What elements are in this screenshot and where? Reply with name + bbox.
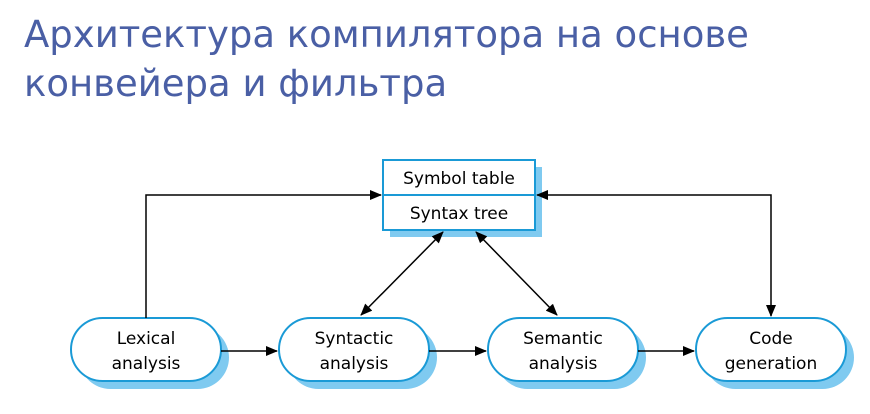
stage-label-line-2: analysis bbox=[112, 354, 181, 374]
stage-label-line-2: analysis bbox=[529, 354, 598, 374]
stage-label-line-1: Code bbox=[749, 329, 793, 349]
stage-frame bbox=[487, 317, 639, 382]
stage-frame bbox=[695, 317, 847, 382]
connector-syntactic-repository bbox=[360, 231, 444, 316]
connector-semantic-repository bbox=[475, 231, 558, 316]
stage-label-line-1: Syntactic bbox=[315, 329, 394, 349]
symbol-table-label: Symbol table bbox=[403, 169, 515, 189]
stage-semantic-analysis: Semantic analysis bbox=[487, 317, 646, 389]
slide-title-line-2: конвейера и фильтра bbox=[24, 62, 448, 105]
repository-box: Symbol table Syntax tree bbox=[382, 159, 542, 237]
stage-label-line-2: analysis bbox=[320, 354, 389, 374]
stage-label-line-1: Semantic bbox=[523, 329, 603, 349]
slide-title-line-1: Архитектура компилятора на основе bbox=[24, 13, 749, 56]
slide-title: Архитектура компилятора на основе конвей… bbox=[24, 10, 854, 108]
stage-frame bbox=[278, 317, 430, 382]
stage-syntactic-analysis: Syntactic analysis bbox=[278, 317, 437, 389]
stage-lexical-analysis: Lexical analysis bbox=[70, 317, 229, 389]
stage-label-line-2: generation bbox=[725, 354, 817, 374]
connector-lexical-to-symbol-table bbox=[145, 190, 382, 318]
stage-label-line-1: Lexical bbox=[117, 329, 176, 349]
syntax-tree-label: Syntax tree bbox=[410, 204, 508, 224]
connector-codegen-repository bbox=[536, 190, 776, 317]
stage-code-generation: Code generation bbox=[695, 317, 854, 389]
